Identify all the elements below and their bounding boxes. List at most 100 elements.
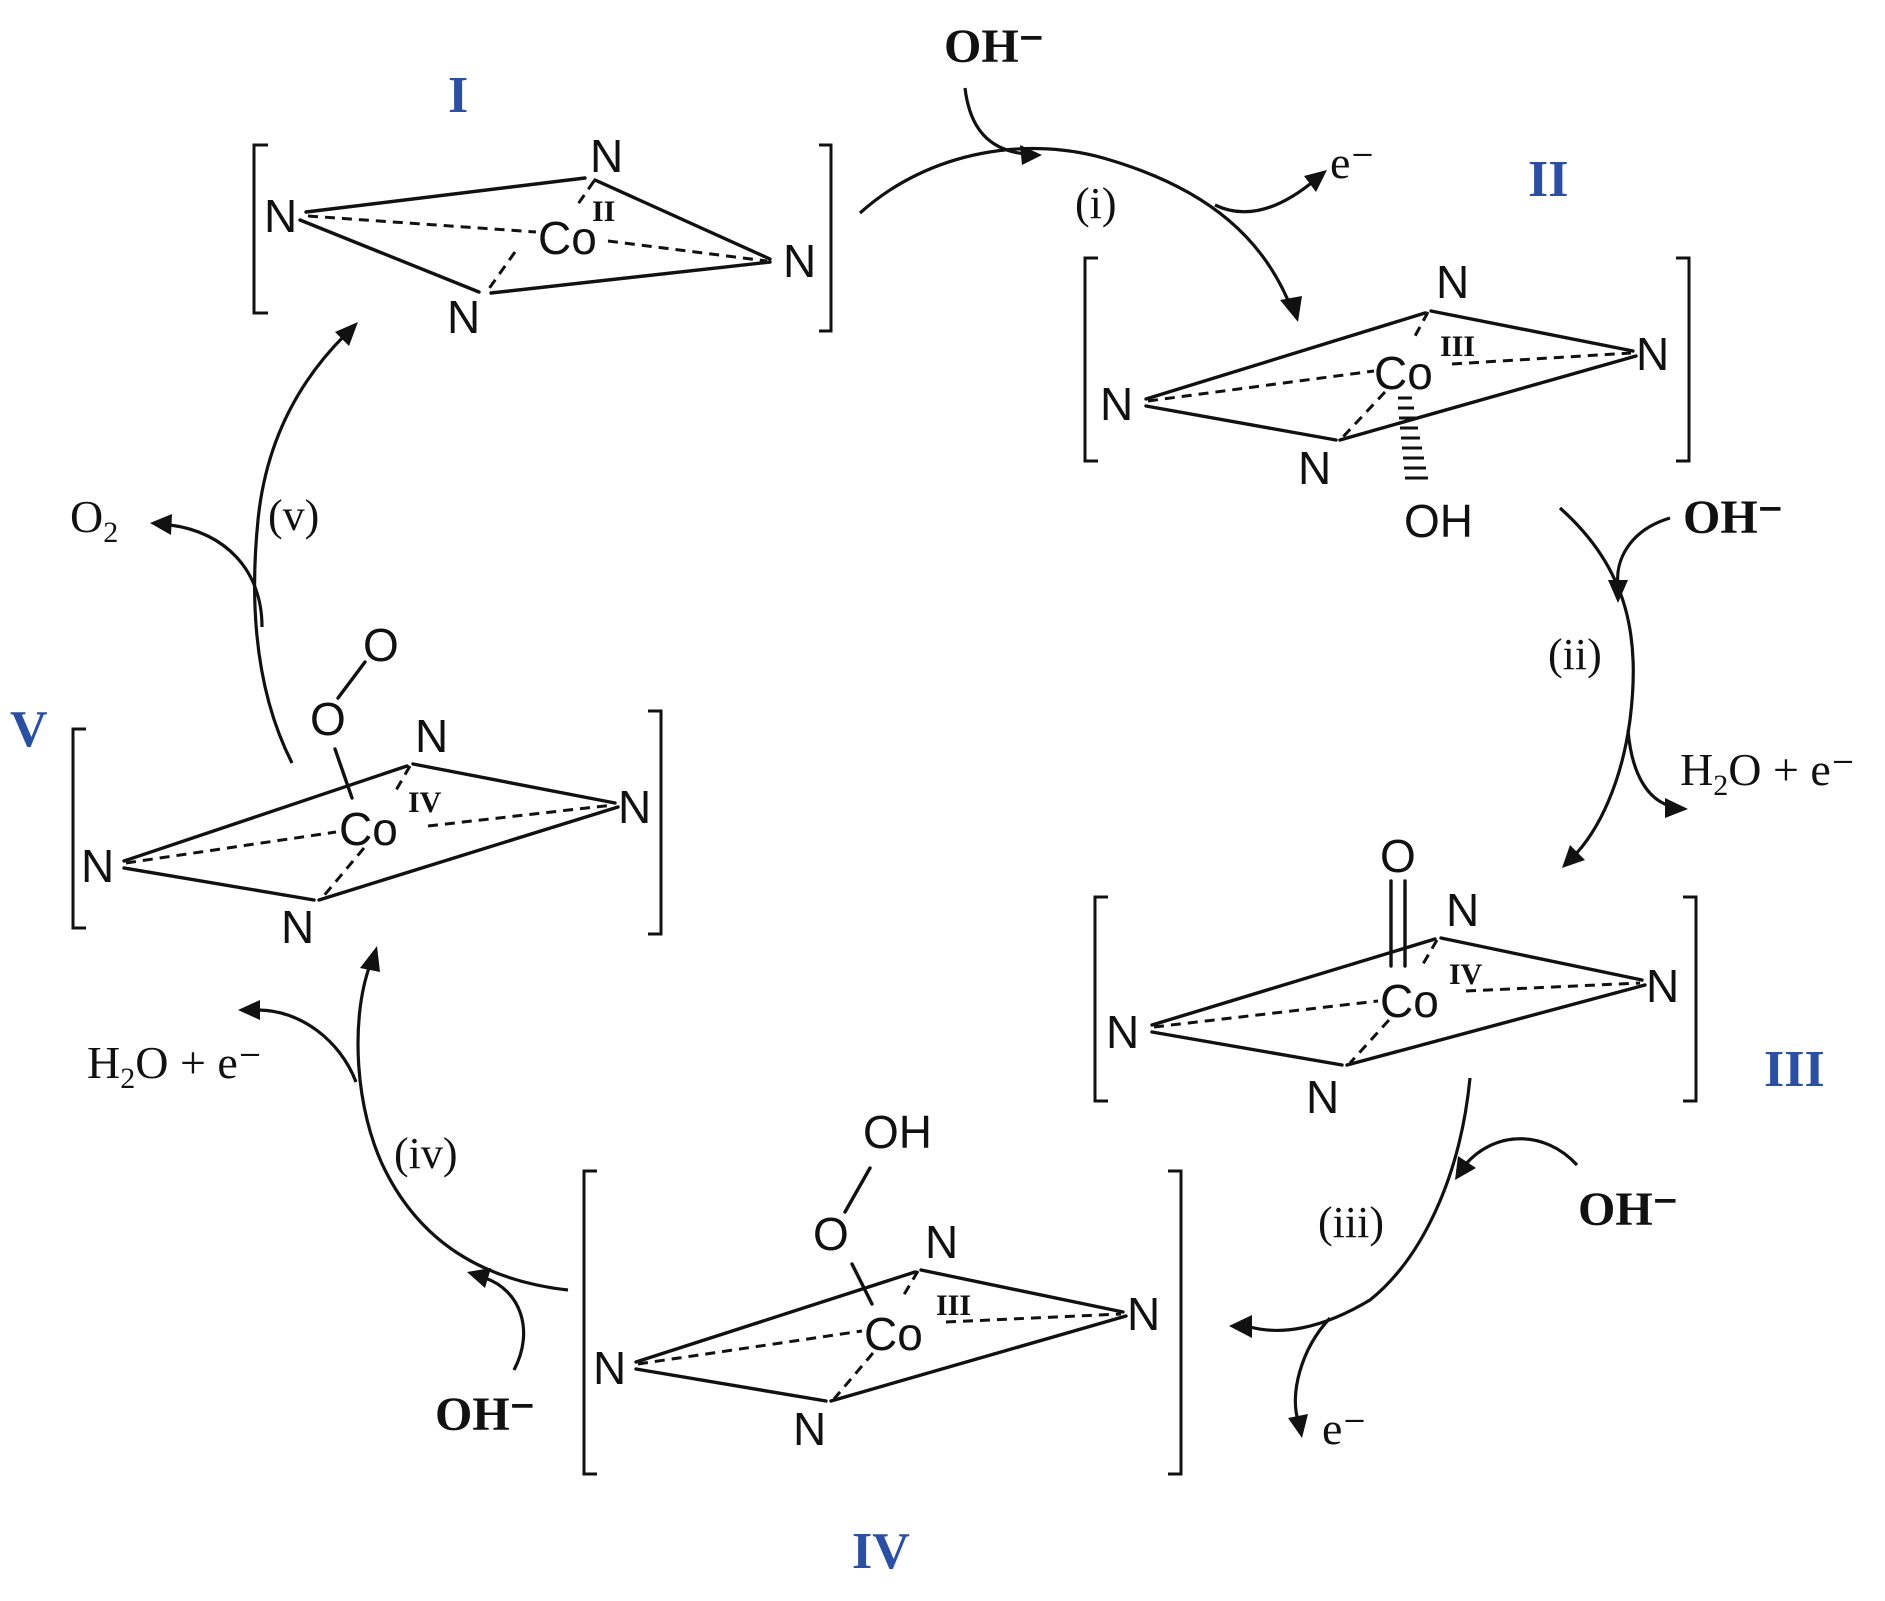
complex-V-nitrogen: N xyxy=(281,901,314,953)
complex-I-ring-bond xyxy=(298,218,481,294)
complex-V-ring-bond xyxy=(411,762,617,805)
complex-II-ring-bond xyxy=(1144,404,1338,442)
complex-V-nitrogen: N xyxy=(81,840,114,892)
step-ii-product-arrow xyxy=(1626,729,1671,808)
complex-V-ring-bond xyxy=(122,764,409,863)
complex-V-nitrogen: N xyxy=(618,781,651,833)
complex-I-label: I xyxy=(448,67,468,124)
complex-I-dashed-bond xyxy=(307,214,537,234)
step-i-main-arrow xyxy=(858,146,1294,311)
complex-II-ring-bond xyxy=(1338,354,1638,442)
complex-II-nitrogen: N xyxy=(1100,378,1133,430)
complex-V-dashed-bond xyxy=(125,830,337,865)
step-iv: OH⁻ H2O + e⁻ (iv) xyxy=(87,946,569,1441)
step-ii-label: (ii) xyxy=(1548,630,1602,679)
complex-III-ring-bond xyxy=(1150,1030,1344,1067)
complex-IV-oxidation-state: III xyxy=(936,1289,971,1322)
step-iv-label: (iv) xyxy=(394,1129,458,1178)
complex-II: N N N N Co III OH II xyxy=(1083,151,1691,547)
complex-V-oxygen-distal: O xyxy=(363,619,399,671)
step-ii: OH⁻ H2O + e⁻ (ii) xyxy=(1548,491,1855,868)
complex-V-oxygen-proximal: O xyxy=(310,693,346,745)
complex-III-dashed-bond xyxy=(1465,981,1641,993)
complex-IV-hydroxyl: OH xyxy=(863,1106,932,1158)
step-iv-reactant-arrow xyxy=(484,1276,526,1371)
complex-V-label: V xyxy=(10,701,48,758)
step-ii-product: H2O + e⁻ xyxy=(1680,744,1855,802)
complex-IV-right-bracket xyxy=(1168,1169,1183,1476)
complex-III-cobalt: Co xyxy=(1380,975,1439,1027)
step-ii-reactant-arrowhead xyxy=(1608,580,1628,603)
complex-I-cobalt: Co xyxy=(538,212,597,264)
step-v-product: O2 xyxy=(70,491,118,549)
complex-IV-dashed-bond xyxy=(637,1329,863,1366)
complex-V-right-bracket xyxy=(648,709,663,936)
complex-V-dashed-bond xyxy=(320,847,366,899)
complex-II-dashed-bond xyxy=(1412,311,1430,339)
complex-I-ring-bond xyxy=(304,176,587,214)
complex-I-dashed-bond xyxy=(607,239,768,263)
complex-V-ring-bond xyxy=(122,866,316,902)
step-v-main-arrow xyxy=(252,333,347,764)
complex-IV-o-co-bond xyxy=(850,1262,874,1306)
complex-II-ring-bond xyxy=(1144,311,1427,401)
complex-V-left-bracket xyxy=(71,727,86,930)
step-i-reactant: OH⁻ xyxy=(944,20,1044,73)
complex-III-oxidation-state: IV xyxy=(1449,958,1483,991)
complex-I-dashed-bond xyxy=(486,251,517,291)
complex-II-dashed-bond xyxy=(1340,390,1387,440)
complex-V: O O N N N N Co IV V xyxy=(10,619,663,953)
step-i: OH⁻ e⁻ (i) xyxy=(858,20,1375,322)
complex-II-hashed-bond xyxy=(1398,396,1428,480)
step-iii-product-arrowhead xyxy=(1288,1414,1308,1438)
complex-I-nitrogen: N xyxy=(783,235,816,287)
complex-III-dashed-bond xyxy=(1421,939,1439,965)
complex-I-right-bracket xyxy=(819,143,833,333)
step-i-arrowhead xyxy=(1280,296,1302,322)
step-ii-arrowhead xyxy=(1562,845,1585,868)
step-iii-product-arrow xyxy=(1293,1316,1332,1421)
step-iv-reactant-arrowhead xyxy=(467,1268,491,1288)
complex-IV-nitrogen: N xyxy=(793,1403,826,1455)
step-iii-product: e⁻ xyxy=(1322,1403,1367,1454)
step-iv-arrowhead xyxy=(360,946,380,972)
step-iii-main-arrow xyxy=(1249,1077,1472,1332)
step-iii-reactant-arrowhead xyxy=(1455,1156,1476,1180)
complex-III-nitrogen: N xyxy=(1106,1006,1139,1058)
step-iv-reactant: OH⁻ xyxy=(435,1388,535,1441)
complex-IV-ring-bond xyxy=(634,1270,917,1364)
complex-III-nitrogen: N xyxy=(1646,960,1679,1012)
complex-II-dashed-bond xyxy=(1147,369,1375,403)
complex-II-dashed-bond xyxy=(1451,351,1632,366)
step-ii-product-arrowhead xyxy=(1665,798,1688,818)
complex-I-nitrogen: N xyxy=(264,190,297,242)
complex-III-label: III xyxy=(1764,1041,1825,1098)
complex-I-dashed-bond xyxy=(574,180,596,208)
complex-I-nitrogen: N xyxy=(447,291,480,343)
complex-IV-ring-bond xyxy=(634,1367,828,1403)
step-iii-label: (iii) xyxy=(1318,1198,1384,1247)
complex-III-left-bracket xyxy=(1093,895,1108,1103)
complex-V-ring-bond xyxy=(317,805,620,902)
complex-III-ring-bond xyxy=(1439,936,1644,982)
step-v-label: (v) xyxy=(268,491,319,540)
complex-IV-dashed-bond xyxy=(945,1312,1122,1324)
complex-I-oxidation-state: II xyxy=(592,195,615,228)
step-ii-reactant: OH⁻ xyxy=(1683,491,1783,544)
complex-V-dashed-bond xyxy=(427,803,614,828)
step-i-label: (i) xyxy=(1075,179,1117,228)
complex-III-dashed-bond xyxy=(1153,999,1379,1029)
complex-I: N N N N Co II I xyxy=(252,67,833,343)
complex-II-ring-bond xyxy=(1429,309,1635,353)
complex-III-ring-bond xyxy=(1150,937,1437,1027)
step-ii-main-arrow xyxy=(1558,506,1635,860)
complex-I-nitrogen: N xyxy=(590,130,623,182)
complex-II-nitrogen: N xyxy=(1436,256,1469,308)
complex-II-label: II xyxy=(1528,151,1568,208)
step-v-arrowhead xyxy=(335,322,358,346)
step-i-product: e⁻ xyxy=(1330,137,1375,188)
complex-III-dashed-bond xyxy=(1348,1018,1391,1065)
complex-IV-nitrogen: N xyxy=(925,1216,958,1268)
step-iv-product: H2O + e⁻ xyxy=(87,1037,262,1095)
